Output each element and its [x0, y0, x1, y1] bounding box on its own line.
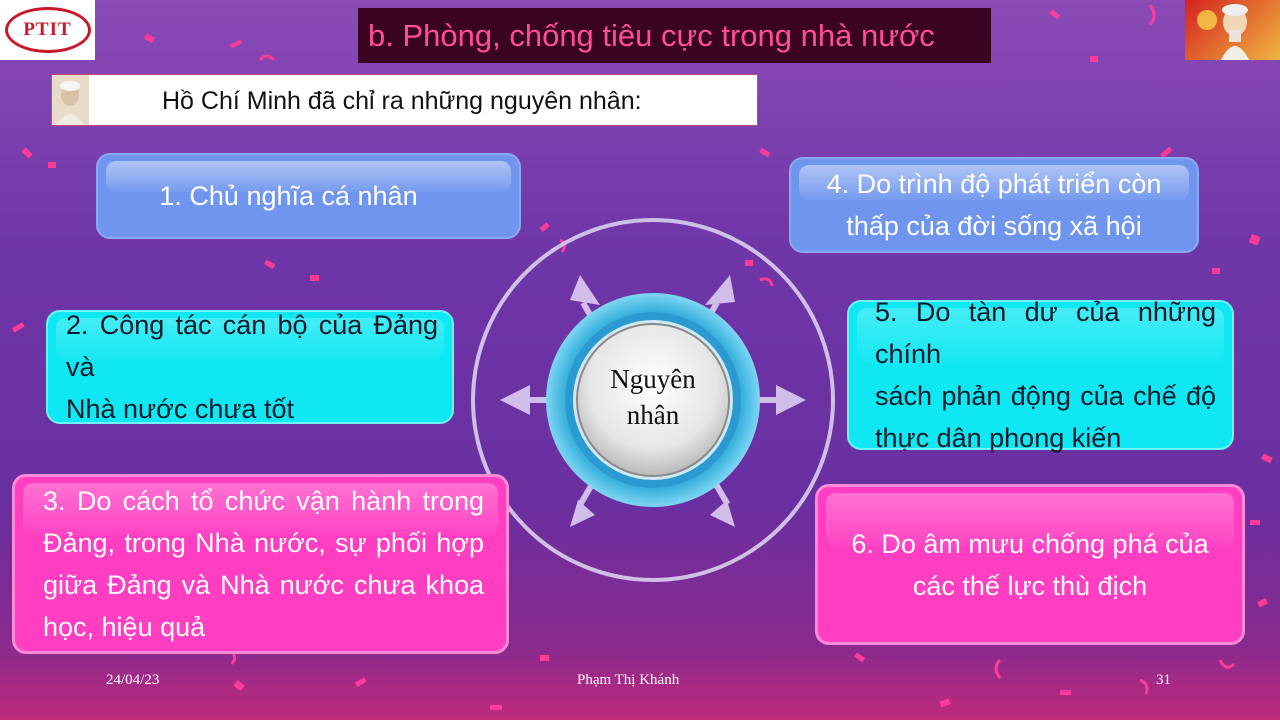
cause-3-line-2: Đảng, trong Nhà nước, sự phối hợp — [43, 528, 484, 558]
portrait-thumbnail — [52, 75, 89, 125]
cause-box-5: 5. Do tàn dư của những chính sách phản đ… — [847, 297, 1234, 453]
cause-4-line-2: thấp của đời sống xã hội — [846, 211, 1142, 241]
slide-title: b. Phòng, chống tiêu cực trong nhà nước — [358, 8, 991, 63]
portrait-image-top-right — [1185, 0, 1280, 60]
cause-box-3: 3. Do cách tổ chức vận hành trong Đảng, … — [12, 474, 509, 654]
cause-box-1: 1. Chủ nghĩa cá nhân — [96, 153, 521, 239]
subtitle-text: Hồ Chí Minh đã chỉ ra những nguyên nhân: — [162, 87, 642, 115]
cause-box-2: 2. Công tác cán bộ của Đảng và Nhà nước … — [46, 310, 454, 424]
footer-page-number: 31 — [1156, 672, 1171, 688]
cause-3-line-3: giữa Đảng và Nhà nước chưa khoa — [43, 570, 484, 600]
footer-author: Phạm Thị Khánh — [577, 672, 680, 688]
cause-4-line-1: 4. Do trình độ phát triển còn — [826, 169, 1162, 199]
subtitle-bar: Hồ Chí Minh đã chỉ ra những nguyên nhân: — [51, 74, 758, 126]
cause-3-line-4: học, hiệu quả — [43, 612, 206, 642]
cause-2-line-1: 2. Công tác cán bộ của Đảng và — [66, 310, 438, 382]
cause-1-text: 1. Chủ nghĩa cá nhân — [159, 181, 418, 211]
cause-box-6: 6. Do âm mưu chống phá của các thế lực t… — [815, 484, 1245, 645]
ptit-logo: PTIT — [0, 0, 95, 60]
cause-3-line-1: 3. Do cách tổ chức vận hành trong — [43, 486, 484, 516]
center-label-line1: Nguyên — [610, 364, 696, 394]
cause-2-line-2: Nhà nước chưa tốt — [66, 394, 294, 424]
cause-5-line-1: 5. Do tàn dư của những chính — [875, 297, 1216, 369]
logo-text: PTIT — [23, 19, 72, 40]
cause-5-line-3: thực dân phong kiến — [875, 423, 1122, 453]
center-diagram: Nguyên nhân — [471, 218, 835, 582]
cause-6-line-1: 6. Do âm mưu chống phá của — [851, 528, 1209, 559]
cause-5-line-2: sách phản động của chế độ — [875, 381, 1216, 411]
cause-box-4: 4. Do trình độ phát triển còn thấp của đ… — [789, 157, 1199, 253]
cause-6-line-2: các thế lực thù địch — [912, 570, 1148, 601]
center-label-line2: nhân — [627, 400, 680, 430]
footer-date: 24/04/23 — [106, 672, 160, 688]
